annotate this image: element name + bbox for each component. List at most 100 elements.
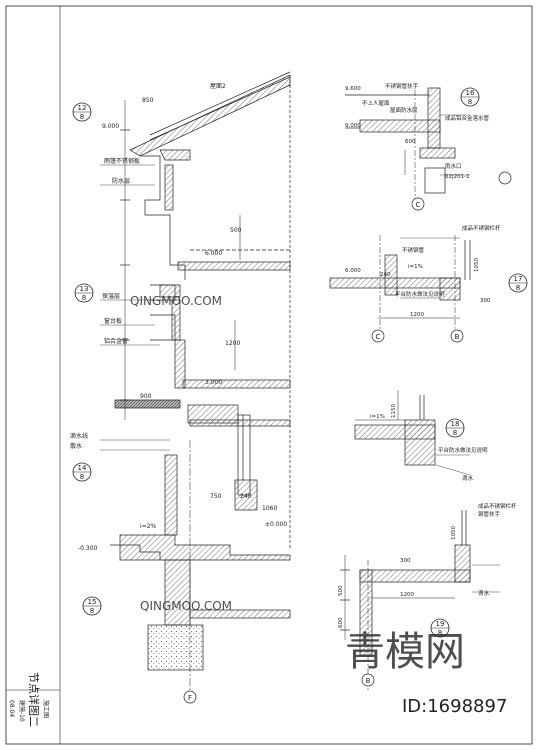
detail-marker-19-num: 19	[436, 620, 445, 628]
elev-3000: 3.000	[205, 379, 222, 386]
note-canopy: 雨篷不锈钢板	[104, 157, 140, 165]
axis-bubble-f: F	[183, 690, 197, 704]
sheet-title: 节点详图二	[27, 672, 41, 727]
detail-marker-16-num: 16	[466, 89, 475, 97]
d17-axis-c: C	[376, 333, 381, 341]
note-waterproof: 防水层	[112, 177, 130, 185]
d19-axis-b: B	[366, 677, 371, 685]
d17-dim-1200: 1200	[410, 312, 424, 318]
d17-axis-b: B	[455, 333, 460, 341]
d19-dim-500: 500	[338, 585, 344, 596]
detail-marker-14-num: 14	[78, 464, 87, 472]
note-drip: 滴水线	[70, 432, 88, 440]
d18-slope: i=1%	[370, 414, 385, 420]
detail-marker-14[interactable]: 14 8	[72, 462, 92, 482]
d16-note-drain: 雨水口	[445, 162, 462, 170]
dim-750: 750	[210, 493, 222, 500]
d16-note-roof: 不上人屋面	[362, 99, 390, 107]
dim-850: 850	[142, 97, 154, 104]
d19-dim-1200: 1200	[400, 592, 414, 598]
roof-label: 屋面2	[210, 83, 226, 90]
detail-marker-18-num: 18	[451, 420, 460, 428]
elev-000: ±0.000	[265, 521, 287, 528]
d16-elev-9600: 9.600	[345, 86, 361, 92]
elev-m0300: -0.300	[78, 545, 98, 552]
detail-marker-17-sheet: 8	[516, 284, 520, 292]
d18-note-platform: 平台防水做法见说明	[438, 446, 488, 454]
detail-marker-13-num: 13	[80, 285, 89, 293]
main-wall-section	[100, 71, 291, 690]
axis-bubble-c-mid: C	[371, 329, 385, 343]
detail-18-drawing	[354, 390, 471, 476]
detail-marker-12[interactable]: 12 8	[72, 102, 92, 122]
note-window: 铝合金窗	[104, 337, 128, 345]
watermark-site-2: QINGMOO.COM	[140, 599, 232, 613]
detail-marker-16-sheet: 8	[468, 98, 472, 106]
d19-note-railing: 成品不锈钢栏杆	[478, 502, 517, 510]
axis-bubble-b-mid: B	[450, 329, 464, 343]
dim-500a: 500	[230, 227, 242, 234]
detail-marker-15-sheet: 8	[90, 607, 94, 615]
note-sill: 窗台板	[104, 317, 122, 325]
dim-240: 240	[240, 493, 252, 500]
note-apron: 散水	[70, 442, 82, 450]
d18-note-drip: 滴水	[462, 474, 474, 482]
detail-marker-13[interactable]: 13 8	[74, 283, 94, 303]
detail-marker-19-sheet: 8	[438, 629, 442, 637]
slope-label: i=2%	[140, 523, 157, 530]
d17-note-platform: 平台防水做法见说明	[395, 290, 445, 298]
d17-dim-300: 300	[480, 298, 491, 304]
drawing-number: 建施-10	[18, 700, 26, 722]
elev-6000: 6.000	[205, 250, 222, 257]
d17-dim-1050: 1050	[474, 258, 480, 272]
detail-marker-15[interactable]: 15 8	[82, 596, 102, 616]
dim-1060: 1060	[262, 505, 277, 512]
issue-date: 08.04	[8, 700, 15, 717]
detail-marker-12-num: 12	[78, 104, 87, 112]
d16-elev-9000: 9.000	[345, 123, 361, 129]
detail-marker-16[interactable]: 16 8	[460, 87, 480, 107]
note-insulation: 保温层	[102, 292, 120, 300]
d16-note-std: 02J201-1	[445, 174, 470, 180]
d19-note-drip: 滴水	[478, 589, 490, 597]
d19-dim-600: 600	[338, 617, 344, 628]
stage-label: 施工图	[42, 700, 50, 718]
detail-marker-19[interactable]: 19 8	[430, 618, 450, 638]
d17-dim-240: 240	[380, 272, 391, 278]
dim-1200: 1200	[225, 340, 240, 347]
detail-marker-18[interactable]: 18 8	[445, 418, 465, 438]
axis-bubble-c-top: C	[411, 197, 425, 211]
detail-marker-14-sheet: 8	[80, 473, 84, 481]
detail-marker-17-num: 17	[514, 275, 523, 283]
d16-note-waterproof: 屋面防水层	[390, 106, 418, 114]
d16-dim-600: 600	[405, 139, 416, 145]
callout-bubble-a	[498, 171, 512, 185]
detail-17-drawing	[329, 235, 471, 330]
detail-marker-12-sheet: 8	[80, 113, 84, 121]
detail-19-drawing	[340, 510, 500, 690]
d16-note-rail: 不锈钢管扶手	[385, 82, 419, 90]
d19-dim-1050: 1050	[451, 526, 457, 540]
watermark-layer: QINGMOO.COM QINGMOO.COM 青模网	[130, 294, 465, 675]
detail-marker-13-sheet: 8	[82, 294, 86, 302]
d17-elev-6000: 6.000	[345, 268, 361, 274]
d17-slope: i=1%	[408, 264, 423, 270]
d17-note-railing: 成品不锈钢栏杆	[462, 224, 501, 232]
dim-900a: 900	[140, 393, 152, 400]
axis-bubble-b-bottom: B	[361, 673, 375, 687]
detail-marker-18-sheet: 8	[453, 429, 457, 437]
d16-note-pipe: 成品铝合金落水管	[445, 114, 490, 122]
detail-16-drawing	[345, 87, 470, 200]
watermark-brand: 青模网	[345, 629, 465, 675]
axis-f-label: F	[188, 694, 192, 702]
d18-dim-1150: 1150	[391, 404, 397, 418]
d19-dim-300: 300	[400, 558, 411, 564]
watermark-site-1: QINGMOO.COM	[130, 294, 222, 308]
d19-note-handrail: 钢管扶手	[478, 510, 501, 518]
d17-note-pipe: 不锈钢管	[402, 246, 425, 254]
detail-marker-17[interactable]: 17 8	[508, 273, 528, 293]
detail-marker-15-num: 15	[88, 598, 97, 606]
sheet-border	[5, 5, 533, 745]
watermark-id: ID:1698897	[402, 696, 507, 717]
